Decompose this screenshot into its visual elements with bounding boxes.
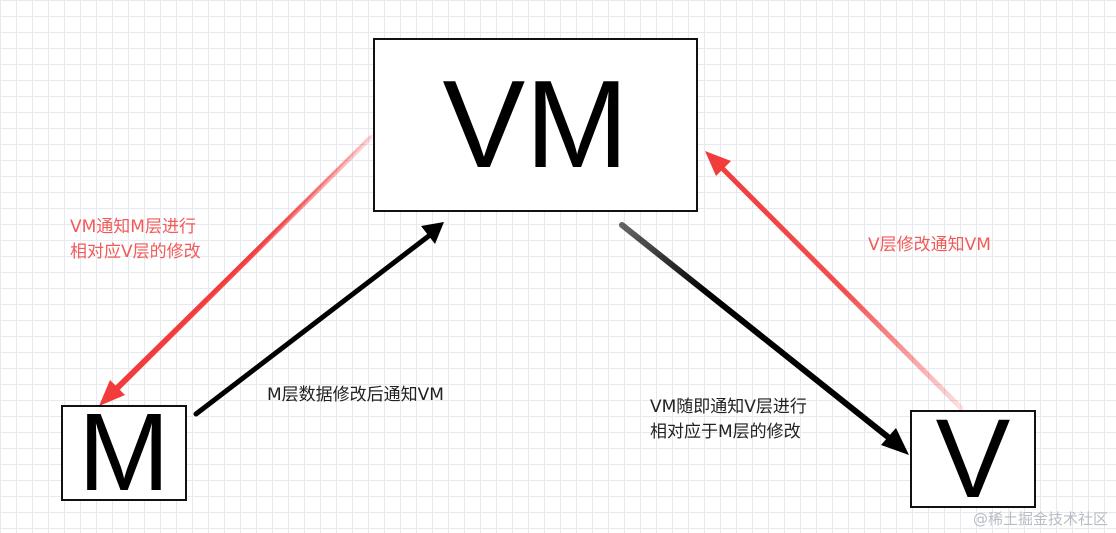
arrow-m-to-vm xyxy=(193,222,444,417)
m-box: M xyxy=(61,398,187,508)
m-box-label: M xyxy=(78,391,170,514)
arrow-vm-to-v xyxy=(619,222,909,455)
v-box-label: V xyxy=(935,396,1011,521)
label-vm-to-v-line2: 相对应于M层的修改 xyxy=(650,422,801,442)
label-vm-to-m-line1: VM通知M层进行 xyxy=(70,217,196,237)
label-vm-to-v-line1: VM随即通知V层进行 xyxy=(650,397,807,417)
label-v-to-vm: V层修改通知VM xyxy=(868,233,991,258)
label-vm-to-m-line2: 相对应V层的修改 xyxy=(70,242,201,262)
arrow-v-to-vm xyxy=(705,151,964,411)
arrow-vm-to-m xyxy=(99,134,373,406)
label-m-to-vm-text: M层数据修改后通知VM xyxy=(267,385,444,405)
v-box: V xyxy=(910,403,1036,515)
vm-box-label: VM xyxy=(442,56,629,194)
label-vm-to-v: VM随即通知V层进行 相对应于M层的修改 xyxy=(650,395,807,445)
label-vm-to-m: VM通知M层进行 相对应V层的修改 xyxy=(70,215,201,265)
watermark: @稀土掘金技术社区 xyxy=(972,510,1108,528)
label-m-to-vm: M层数据修改后通知VM xyxy=(267,383,444,408)
vm-box: VM xyxy=(373,38,698,212)
label-v-to-vm-text: V层修改通知VM xyxy=(868,235,991,255)
